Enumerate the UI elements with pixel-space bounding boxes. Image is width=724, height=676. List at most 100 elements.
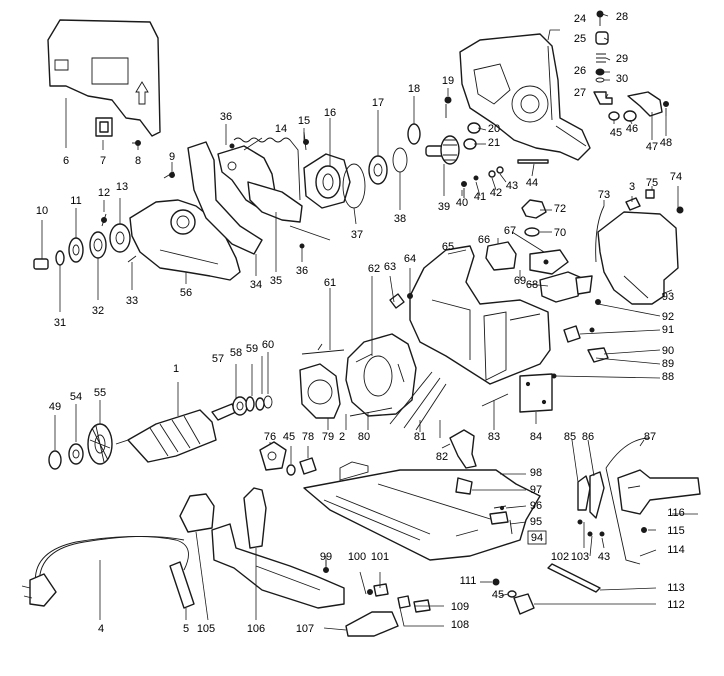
part-number-label: 97 — [530, 484, 542, 496]
bearing — [48, 450, 62, 470]
pin — [517, 159, 549, 164]
part-number-label: 69 — [514, 275, 526, 287]
slide-block — [489, 511, 509, 525]
switch-slider — [539, 271, 583, 303]
bushing — [623, 110, 637, 122]
screw — [595, 299, 601, 305]
part-number-label: 43 — [598, 551, 610, 563]
part-number-label: 9 — [169, 151, 175, 163]
part-number-label: 81 — [414, 431, 426, 443]
switch-cover — [485, 241, 517, 271]
part-number-label: 11 — [70, 195, 81, 207]
part-number-label: 14 — [275, 123, 287, 135]
cord-sleeve — [169, 561, 195, 609]
part-number-label: 21 — [488, 137, 500, 149]
hex-key — [547, 563, 601, 593]
pin — [595, 68, 605, 76]
screw — [132, 140, 141, 146]
part-number-label: 73 — [598, 189, 610, 201]
part-number-label: 34 — [250, 279, 262, 291]
part-number-label: 48 — [660, 137, 672, 149]
part-number-label: 78 — [302, 431, 314, 443]
spindle-gear — [425, 135, 460, 165]
knob — [513, 593, 535, 615]
part-number-label: 106 — [247, 623, 265, 635]
nut — [488, 170, 496, 178]
washer — [407, 123, 421, 145]
washer — [524, 227, 540, 237]
part-number-label: 108 — [451, 619, 469, 631]
fan-wheel — [87, 423, 113, 465]
bearing — [68, 443, 84, 465]
screw — [509, 519, 513, 535]
part-number-label: 44 — [526, 177, 538, 189]
long-screw — [481, 393, 509, 407]
part-number-label: 89 — [662, 358, 674, 370]
handle-cover — [597, 211, 679, 305]
screw — [676, 206, 684, 214]
part-number-label: 55 — [94, 387, 106, 399]
armature — [115, 403, 237, 463]
part-number-label: 5 — [183, 623, 189, 635]
stator — [345, 333, 417, 417]
parallel-guide — [211, 487, 345, 609]
part-number-label: 79 — [322, 431, 334, 443]
part-number-label: 6 — [63, 155, 69, 167]
part-number-label: 83 — [488, 431, 500, 443]
part-number-label: 76 — [264, 431, 276, 443]
part-number-label: 80 — [358, 431, 370, 443]
part-number-label: 2 — [339, 431, 345, 443]
lock-lever — [627, 91, 663, 117]
screw — [461, 181, 467, 198]
circlip — [392, 147, 408, 173]
part-number-label: 92 — [662, 311, 674, 323]
part-number-label: 27 — [574, 87, 586, 99]
cable-wire — [605, 437, 651, 565]
part-number-label: 57 — [212, 353, 224, 365]
cap — [595, 31, 609, 45]
screw — [163, 171, 175, 179]
part-number-label: 113 — [667, 582, 685, 594]
carbon-brush — [301, 343, 345, 355]
rail-adapter — [345, 611, 399, 637]
part-number-label: 39 — [438, 201, 450, 213]
part-number-label: 13 — [116, 181, 128, 193]
washer — [286, 464, 296, 476]
label-box — [527, 530, 547, 545]
long-screw — [349, 407, 393, 417]
washer — [255, 397, 265, 411]
part-number-label: 74 — [670, 171, 682, 183]
part-number-label: 40 — [456, 197, 468, 209]
screw — [645, 189, 655, 199]
part-number-label: 46 — [626, 123, 638, 135]
part-number-label: 26 — [574, 65, 586, 77]
part-number-label: 59 — [246, 343, 258, 355]
part-number-label: 60 — [262, 339, 274, 351]
part-number-label: 45 — [610, 127, 622, 139]
bearing-flange — [303, 153, 351, 209]
washer — [507, 590, 517, 598]
part-number-label: 18 — [408, 83, 420, 95]
part-number-label: 116 — [667, 507, 685, 519]
clip — [95, 117, 113, 137]
part-number-label: 37 — [351, 229, 363, 241]
part-number-label: 96 — [530, 500, 542, 512]
adjust-screw — [493, 505, 507, 511]
depth-knob — [259, 441, 287, 471]
part-number-label: 43 — [506, 180, 518, 192]
part-number-label: 12 — [98, 187, 110, 199]
part-number-label: 112 — [667, 599, 685, 611]
bearing — [232, 396, 248, 416]
lever — [593, 91, 613, 105]
part-number-label: 86 — [582, 431, 594, 443]
part-number-label: 94 — [531, 532, 543, 544]
part-number-label: 84 — [530, 431, 542, 443]
part-number-label: 107 — [296, 623, 314, 635]
clamp-lever — [589, 471, 605, 519]
gear-housing — [459, 33, 591, 161]
part-number-label: 49 — [49, 401, 61, 413]
part-number-label: 25 — [574, 33, 586, 45]
fan-baffle — [299, 363, 341, 419]
screw — [589, 327, 595, 333]
